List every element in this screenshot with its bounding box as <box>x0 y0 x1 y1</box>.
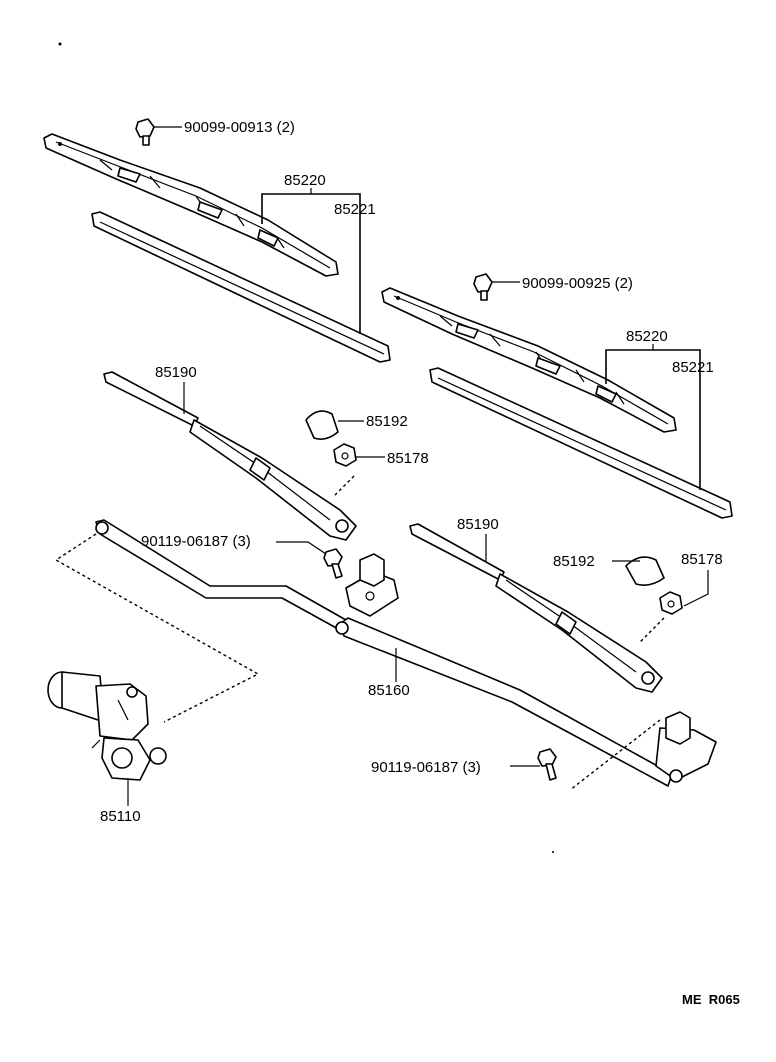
nut-left-part <box>333 443 357 467</box>
label-bolt-right: 90099-00925 (2) <box>522 275 633 292</box>
bolt-left-part <box>135 118 155 146</box>
label-nut-left: 85178 <box>387 450 429 467</box>
blade-rubber-right-part <box>429 367 733 519</box>
leader-line <box>276 541 327 555</box>
nut-right-part <box>659 591 683 615</box>
label-bolt-pivot-left: 90119-06187 (3) <box>141 533 251 550</box>
dashed-guide <box>569 719 661 791</box>
label-bolt-pivot-right: 90119-06187 (3) <box>371 759 481 776</box>
label-bolt-left: 90099-00913 (2) <box>184 119 295 136</box>
leader-line <box>683 570 709 607</box>
label-motor: 85110 <box>100 808 141 825</box>
cap-left-part <box>305 410 339 440</box>
bolt-pivot-left-part <box>323 548 343 579</box>
label-blade-rubber-right: 85221 <box>672 359 714 376</box>
label-arm-left: 85190 <box>155 364 197 381</box>
label-blade-assy-right: 85220 <box>626 328 668 345</box>
label-blade-rubber-left: 85221 <box>334 201 376 218</box>
wiper-blade-right-part <box>381 287 677 433</box>
label-nut-right: 85178 <box>681 551 723 568</box>
diagram-code: ME R065 <box>682 992 740 1007</box>
wiper-link-part <box>95 519 717 787</box>
wiper-blade-left-part <box>43 133 339 277</box>
dashed-guide <box>54 533 260 723</box>
wiper-arm-right-part <box>409 523 663 693</box>
label-link: 85160 <box>368 682 410 699</box>
label-arm-right: 85190 <box>457 516 499 533</box>
wiper-motor-part <box>47 671 167 781</box>
bolt-pivot-right-part <box>537 748 557 781</box>
label-blade-assy-left: 85220 <box>284 172 326 189</box>
bolt-right-part <box>473 273 493 301</box>
label-cap-left: 85192 <box>366 413 408 430</box>
blade-rubber-left-part <box>91 211 391 363</box>
cap-right-part <box>625 556 665 586</box>
dashed-guide <box>333 475 355 497</box>
dashed-guide <box>639 617 665 643</box>
label-cap-right: 85192 <box>553 553 595 570</box>
stray-dot <box>58 42 62 46</box>
wiper-arm-left-part <box>103 371 357 541</box>
stray-dot <box>552 851 554 853</box>
